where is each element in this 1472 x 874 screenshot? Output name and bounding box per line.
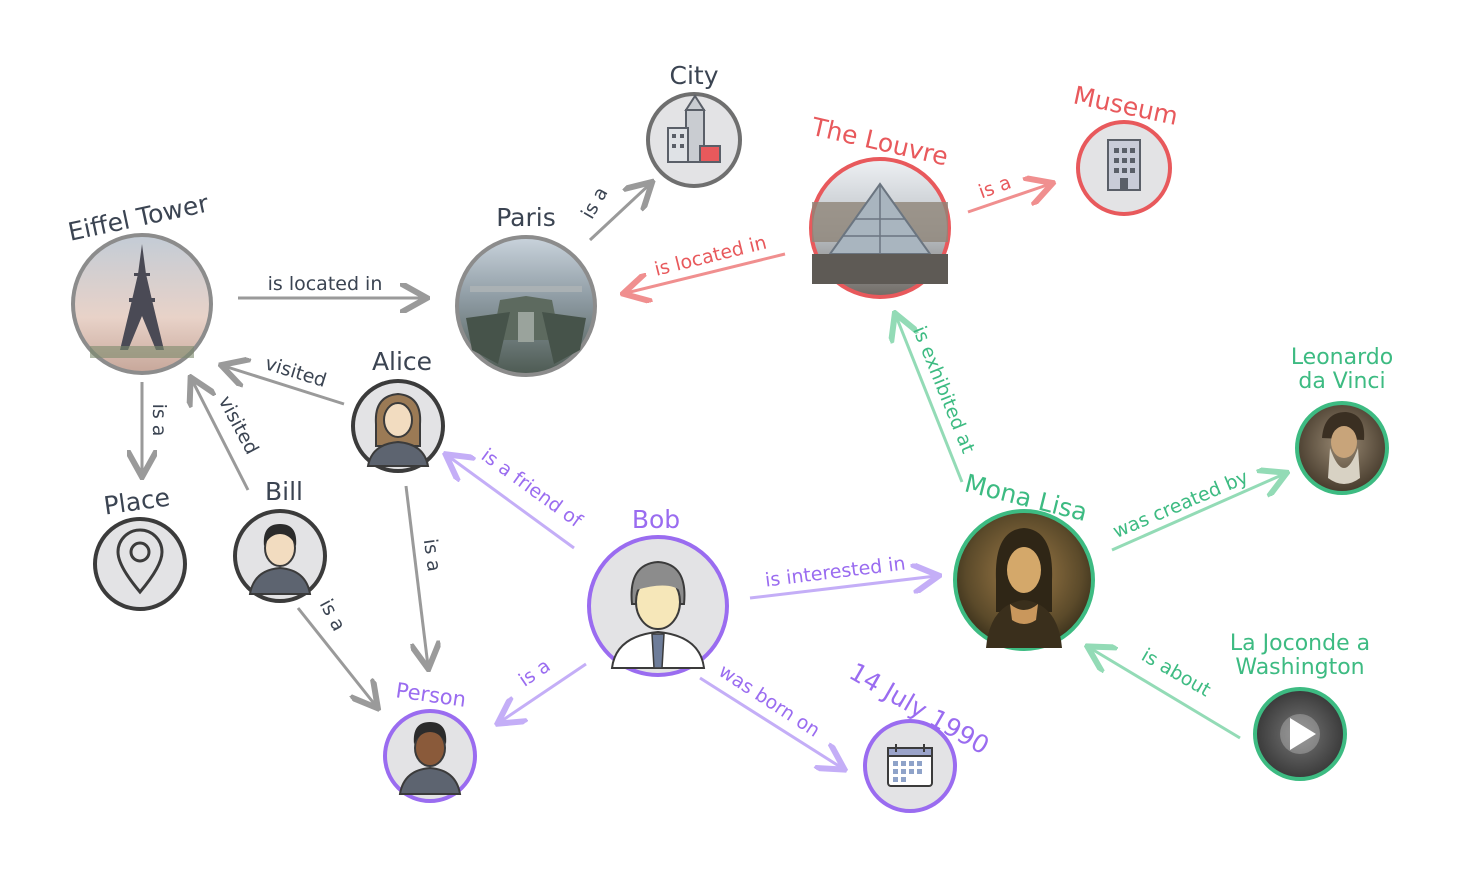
businessman-avatar-icon — [610, 560, 706, 669]
paris-city-photo — [466, 286, 586, 364]
woman-avatar-icon — [366, 392, 430, 467]
node-alice[interactable]: Alice — [351, 347, 445, 473]
edge-label-joconde-mona: is about — [1138, 644, 1215, 701]
edge-label-bob-date: was born on — [715, 660, 824, 742]
node-title-joconde-line2: Washington — [1235, 655, 1364, 680]
node-person[interactable]: Person — [383, 678, 477, 803]
calendar-icon — [887, 744, 933, 787]
node-title-city: City — [670, 61, 719, 90]
edge-eiffel-place: is a — [142, 382, 170, 474]
edge-label-mona-leonardo: was created by — [1110, 466, 1252, 543]
man-avatar-icon — [248, 524, 312, 595]
node-title-paris: Paris — [496, 203, 556, 232]
edge-label-bill-eiffel: visited — [214, 392, 263, 458]
city-buildings-icon — [667, 94, 721, 163]
museum-building-icon — [1107, 139, 1141, 191]
edge-alice-person: is a — [404, 485, 445, 666]
node-title-place: Place — [102, 483, 172, 521]
node-title-bob: Bob — [632, 505, 680, 534]
edge-mona-louvre: is exhibited at — [896, 316, 979, 483]
node-louvre[interactable]: The Louvre — [808, 112, 951, 299]
node-eiffel-tower[interactable]: Eiffel Tower — [65, 189, 213, 375]
leonardo-portrait — [1322, 412, 1365, 484]
edge-label-alice-eiffel: visited — [262, 353, 329, 392]
edge-label-alice-person: is a — [419, 537, 445, 573]
node-title-alice: Alice — [372, 347, 432, 376]
node-joconde-video[interactable]: La Joconde a Washington — [1230, 631, 1370, 781]
edge-eiffel-paris: is located in — [238, 273, 424, 298]
edge-bob-person: is a — [500, 655, 587, 722]
edge-label-eiffel-place: is a — [148, 404, 170, 437]
edge-label-bob-person: is a — [515, 655, 555, 692]
map-pin-icon — [116, 528, 164, 595]
edge-joconde-mona: is about — [1090, 644, 1241, 740]
edge-bob-mona: is interested in — [749, 553, 936, 600]
node-mona-lisa[interactable]: Mona Lisa — [953, 469, 1095, 651]
louvre-pyramid-photo — [812, 182, 948, 284]
node-leonardo[interactable]: Leonardo da Vinci — [1291, 345, 1393, 495]
node-title-person: Person — [394, 678, 467, 712]
edge-louvre-museum: is a — [967, 171, 1050, 214]
edge-label-paris-city: is a — [577, 183, 612, 222]
edge-bob-date: was born on — [699, 660, 842, 768]
edge-label-bill-person: is a — [315, 596, 350, 635]
edge-label-bob-mona: is interested in — [764, 553, 907, 592]
edge-bill-person: is a — [296, 596, 376, 706]
node-paris[interactable]: Paris — [455, 203, 597, 377]
node-birth-date[interactable]: 14 July 1990 — [844, 657, 994, 813]
edge-paris-city: is a — [577, 183, 650, 242]
mona-lisa-painting — [986, 528, 1062, 648]
node-museum[interactable]: Museum — [1071, 80, 1181, 216]
node-bill[interactable]: Bill — [233, 477, 327, 603]
node-city[interactable]: City — [646, 61, 742, 188]
edge-label-eiffel-paris: is located in — [268, 273, 383, 295]
video-play-icon[interactable] — [1280, 714, 1320, 754]
node-title-joconde-line1: La Joconde a — [1230, 631, 1370, 656]
eiffel-tower-photo — [90, 244, 194, 358]
edge-bill-eiffel: visited — [192, 380, 263, 491]
edge-alice-eiffel: visited — [224, 353, 345, 406]
node-place[interactable]: Place — [93, 483, 187, 611]
edge-mona-leonardo: was created by — [1110, 466, 1284, 552]
edge-louvre-paris: is located in — [626, 232, 786, 293]
edge-bob-alice: is a friend of — [448, 444, 587, 550]
node-title-leonardo-line2: da Vinci — [1298, 369, 1385, 394]
node-bob[interactable]: Bob — [587, 505, 729, 677]
node-title-bill: Bill — [265, 477, 303, 506]
node-title-leonardo-line1: Leonardo — [1291, 345, 1393, 370]
person-avatar-icon — [398, 722, 462, 795]
